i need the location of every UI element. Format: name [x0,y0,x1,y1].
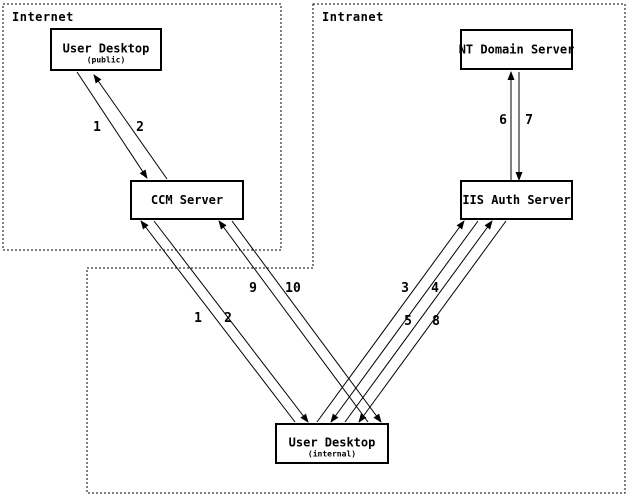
node-iis-auth-server-title: IIS Auth Server [462,193,570,207]
node-ccm-server-title: CCM Server [151,193,223,207]
node-ccm-server: CCM Server [130,180,244,220]
edge-label-ccm-to-internal-10: 10 [285,281,301,296]
edge-iis-to-internal-4 [330,220,479,423]
node-user-desktop-public: User Desktop(public) [50,28,162,71]
edge-iis-to-internal-8 [358,220,507,423]
edge-label-ccm-to-internal-2: 2 [224,311,232,326]
edge-public-to-ccm-1 [76,71,148,179]
edge-ccm-to-internal-2 [153,220,309,423]
node-iis-auth-server-box [460,180,573,220]
region-intranet-border [86,3,626,494]
edge-label-public-to-ccm-1: 1 [93,120,101,135]
regions-layer: Internet Intranet [2,3,626,494]
region-intranet-label: Intranet [322,10,384,24]
edge-internal-to-iis-5 [344,220,493,423]
edge-label-internal-to-iis-5: 5 [404,314,412,329]
node-user-desktop-public-box [50,28,162,71]
node-user-desktop-internal: User Desktop(internal) [275,423,389,464]
node-user-desktop-public-title: User Desktop [63,42,150,56]
node-user-desktop-internal-title: User Desktop [289,436,376,450]
node-nt-domain-server-box [460,29,573,70]
node-nt-domain-server: NT Domain Server [459,29,575,70]
edge-ccm-to-public-2 [93,74,168,180]
edges-layer [76,71,523,423]
edge-label-ccm-to-public-2: 2 [136,120,144,135]
node-iis-auth-server: IIS Auth Server [460,180,573,220]
edge-label-iis-to-internal-8: 8 [432,314,440,329]
edge-internal-to-iis-3 [316,220,465,423]
edge-internal-to-ccm-9 [218,220,369,423]
edge-label-iis-to-ntdomain-6: 6 [499,113,507,128]
edge-label-internal-to-ccm-9: 9 [249,281,257,296]
node-user-desktop-public-subtitle: (public) [87,55,126,65]
edge-label-internal-to-ccm-1: 1 [194,311,202,326]
node-ccm-server-box [130,180,244,220]
edge-label-ntdomain-to-iis-7: 7 [525,113,533,128]
edge-labels-layer: 1 2 1 2 9 10 3 4 5 8 6 7 [93,113,533,329]
edge-label-internal-to-iis-3: 3 [401,281,409,296]
edge-ccm-to-internal-10 [231,220,382,423]
node-nt-domain-server-title: NT Domain Server [459,43,575,57]
edge-internal-to-ccm-1 [140,220,296,423]
node-user-desktop-internal-subtitle: (internal) [308,449,356,459]
edge-label-iis-to-internal-4: 4 [431,281,439,296]
region-internet-border [2,3,282,251]
region-internet-label: Internet [12,10,74,24]
node-user-desktop-internal-box [275,423,389,464]
